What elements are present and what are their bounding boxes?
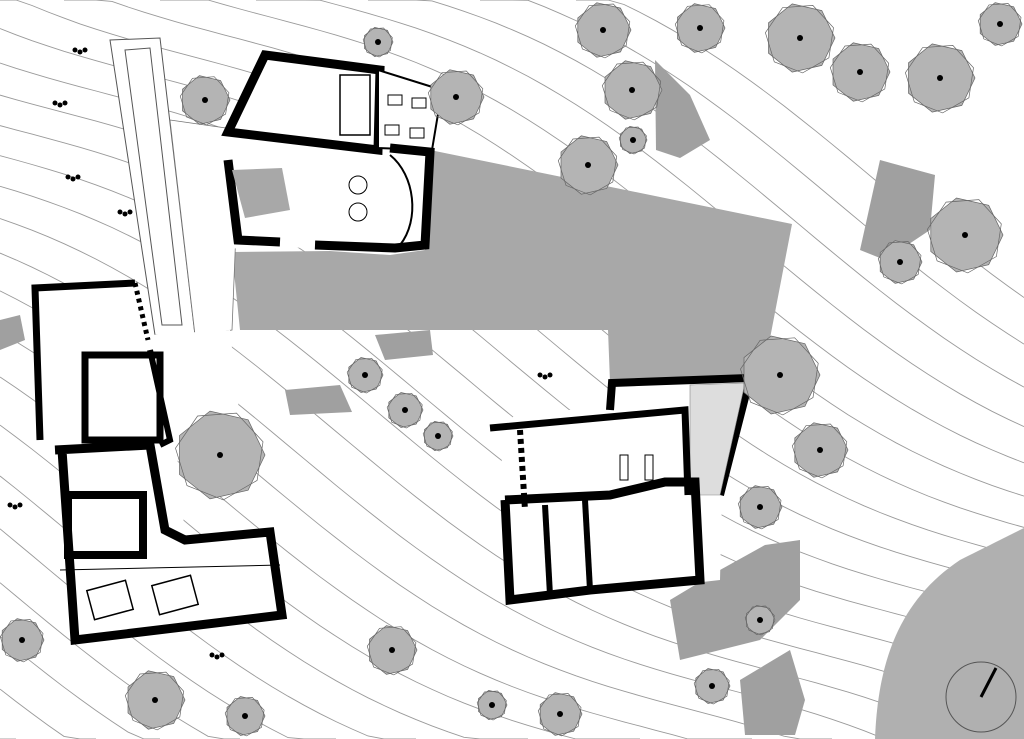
tree-trunk bbox=[962, 232, 968, 238]
tree-canopy bbox=[905, 45, 974, 114]
rock-outcrop bbox=[0, 315, 25, 350]
rock-mass-southeast bbox=[875, 528, 1024, 739]
tree-canopy bbox=[224, 697, 265, 737]
rock-outcrop bbox=[375, 330, 433, 360]
tree-trunk bbox=[897, 259, 903, 265]
contour-line bbox=[0, 582, 240, 739]
tree-trunk bbox=[777, 372, 783, 378]
shrub bbox=[122, 211, 128, 217]
tree-canopy bbox=[422, 421, 453, 452]
tree-trunk bbox=[697, 25, 703, 31]
tree-trunk bbox=[362, 372, 368, 378]
tree-trunk bbox=[629, 87, 635, 93]
shrub bbox=[75, 174, 81, 180]
tree-canopy bbox=[0, 619, 44, 663]
tree-canopy bbox=[124, 671, 185, 731]
shrub bbox=[127, 209, 133, 215]
terrace bbox=[169, 119, 241, 336]
shrub bbox=[82, 47, 88, 53]
shrub bbox=[52, 100, 58, 106]
shaded-courtyard bbox=[232, 150, 792, 382]
tree-trunk bbox=[19, 637, 25, 643]
contour-line bbox=[0, 528, 336, 739]
tree-trunk bbox=[389, 647, 395, 653]
rock-outcrop bbox=[740, 650, 805, 735]
tree-canopy bbox=[693, 668, 730, 705]
tree-canopy bbox=[765, 5, 834, 74]
shrub bbox=[65, 174, 71, 180]
shrub bbox=[62, 100, 68, 106]
shrub bbox=[542, 374, 548, 380]
tree-canopy bbox=[877, 241, 922, 285]
tree-trunk bbox=[757, 504, 763, 510]
tree-canopy bbox=[179, 76, 230, 126]
tree-trunk bbox=[242, 713, 248, 719]
tree-trunk bbox=[997, 21, 1003, 27]
tree-trunk bbox=[557, 711, 563, 717]
tree-canopy bbox=[476, 690, 507, 721]
shrub bbox=[70, 176, 76, 182]
tree-trunk bbox=[600, 27, 606, 33]
rock-outcrop bbox=[655, 60, 710, 158]
shrub bbox=[537, 372, 543, 378]
tree-trunk bbox=[217, 452, 223, 458]
tree-trunk bbox=[797, 35, 803, 41]
tree-trunk bbox=[857, 69, 863, 75]
tree-canopy bbox=[791, 423, 848, 479]
tree-trunk bbox=[202, 97, 208, 103]
building-north bbox=[210, 50, 444, 255]
shrub bbox=[214, 654, 220, 660]
tree-canopy bbox=[601, 61, 662, 121]
tree-trunk bbox=[435, 433, 441, 439]
contour-line bbox=[0, 688, 96, 739]
tree-canopy bbox=[386, 392, 423, 429]
shrub bbox=[12, 504, 18, 510]
tree-canopy bbox=[427, 70, 484, 126]
shrub bbox=[77, 49, 83, 55]
building-east bbox=[489, 373, 756, 606]
shrub bbox=[209, 652, 215, 658]
tree-canopy bbox=[927, 199, 1002, 274]
tree-canopy bbox=[744, 605, 775, 636]
tree-trunk bbox=[152, 697, 158, 703]
tree-trunk bbox=[709, 683, 715, 689]
tree-trunk bbox=[817, 447, 823, 453]
tree-canopy bbox=[674, 4, 725, 54]
building-west bbox=[31, 279, 288, 646]
tree-canopy bbox=[618, 126, 647, 155]
shrub bbox=[7, 502, 13, 508]
shrub bbox=[219, 652, 225, 658]
shrub bbox=[72, 47, 78, 53]
tree-canopy bbox=[574, 3, 631, 59]
tree-canopy bbox=[740, 337, 819, 416]
tree-canopy bbox=[977, 3, 1022, 47]
rock-outcrop bbox=[860, 160, 935, 260]
rock-outcrop bbox=[285, 385, 352, 415]
shrub bbox=[17, 502, 23, 508]
tree-trunk bbox=[375, 39, 381, 45]
tree-trunk bbox=[585, 162, 591, 168]
shrub bbox=[57, 102, 63, 108]
tree-trunk bbox=[402, 407, 408, 413]
tree-trunk bbox=[453, 94, 459, 100]
tree-trunk bbox=[489, 702, 495, 708]
tree-canopy bbox=[537, 693, 582, 737]
tree-canopy bbox=[362, 27, 393, 58]
tree-canopy bbox=[829, 43, 890, 103]
tree-canopy bbox=[366, 626, 417, 676]
tree-trunk bbox=[630, 137, 636, 143]
north-arrow-icon bbox=[945, 661, 1017, 733]
tree-canopy bbox=[346, 357, 383, 394]
tree-canopy bbox=[557, 136, 618, 196]
tree-trunk bbox=[937, 75, 943, 81]
tree-canopy bbox=[737, 486, 782, 530]
tree-trunk bbox=[757, 617, 763, 623]
shrub bbox=[117, 209, 123, 215]
contour-line bbox=[480, 0, 1024, 345]
tree-canopy bbox=[175, 412, 264, 501]
shrub bbox=[547, 372, 553, 378]
